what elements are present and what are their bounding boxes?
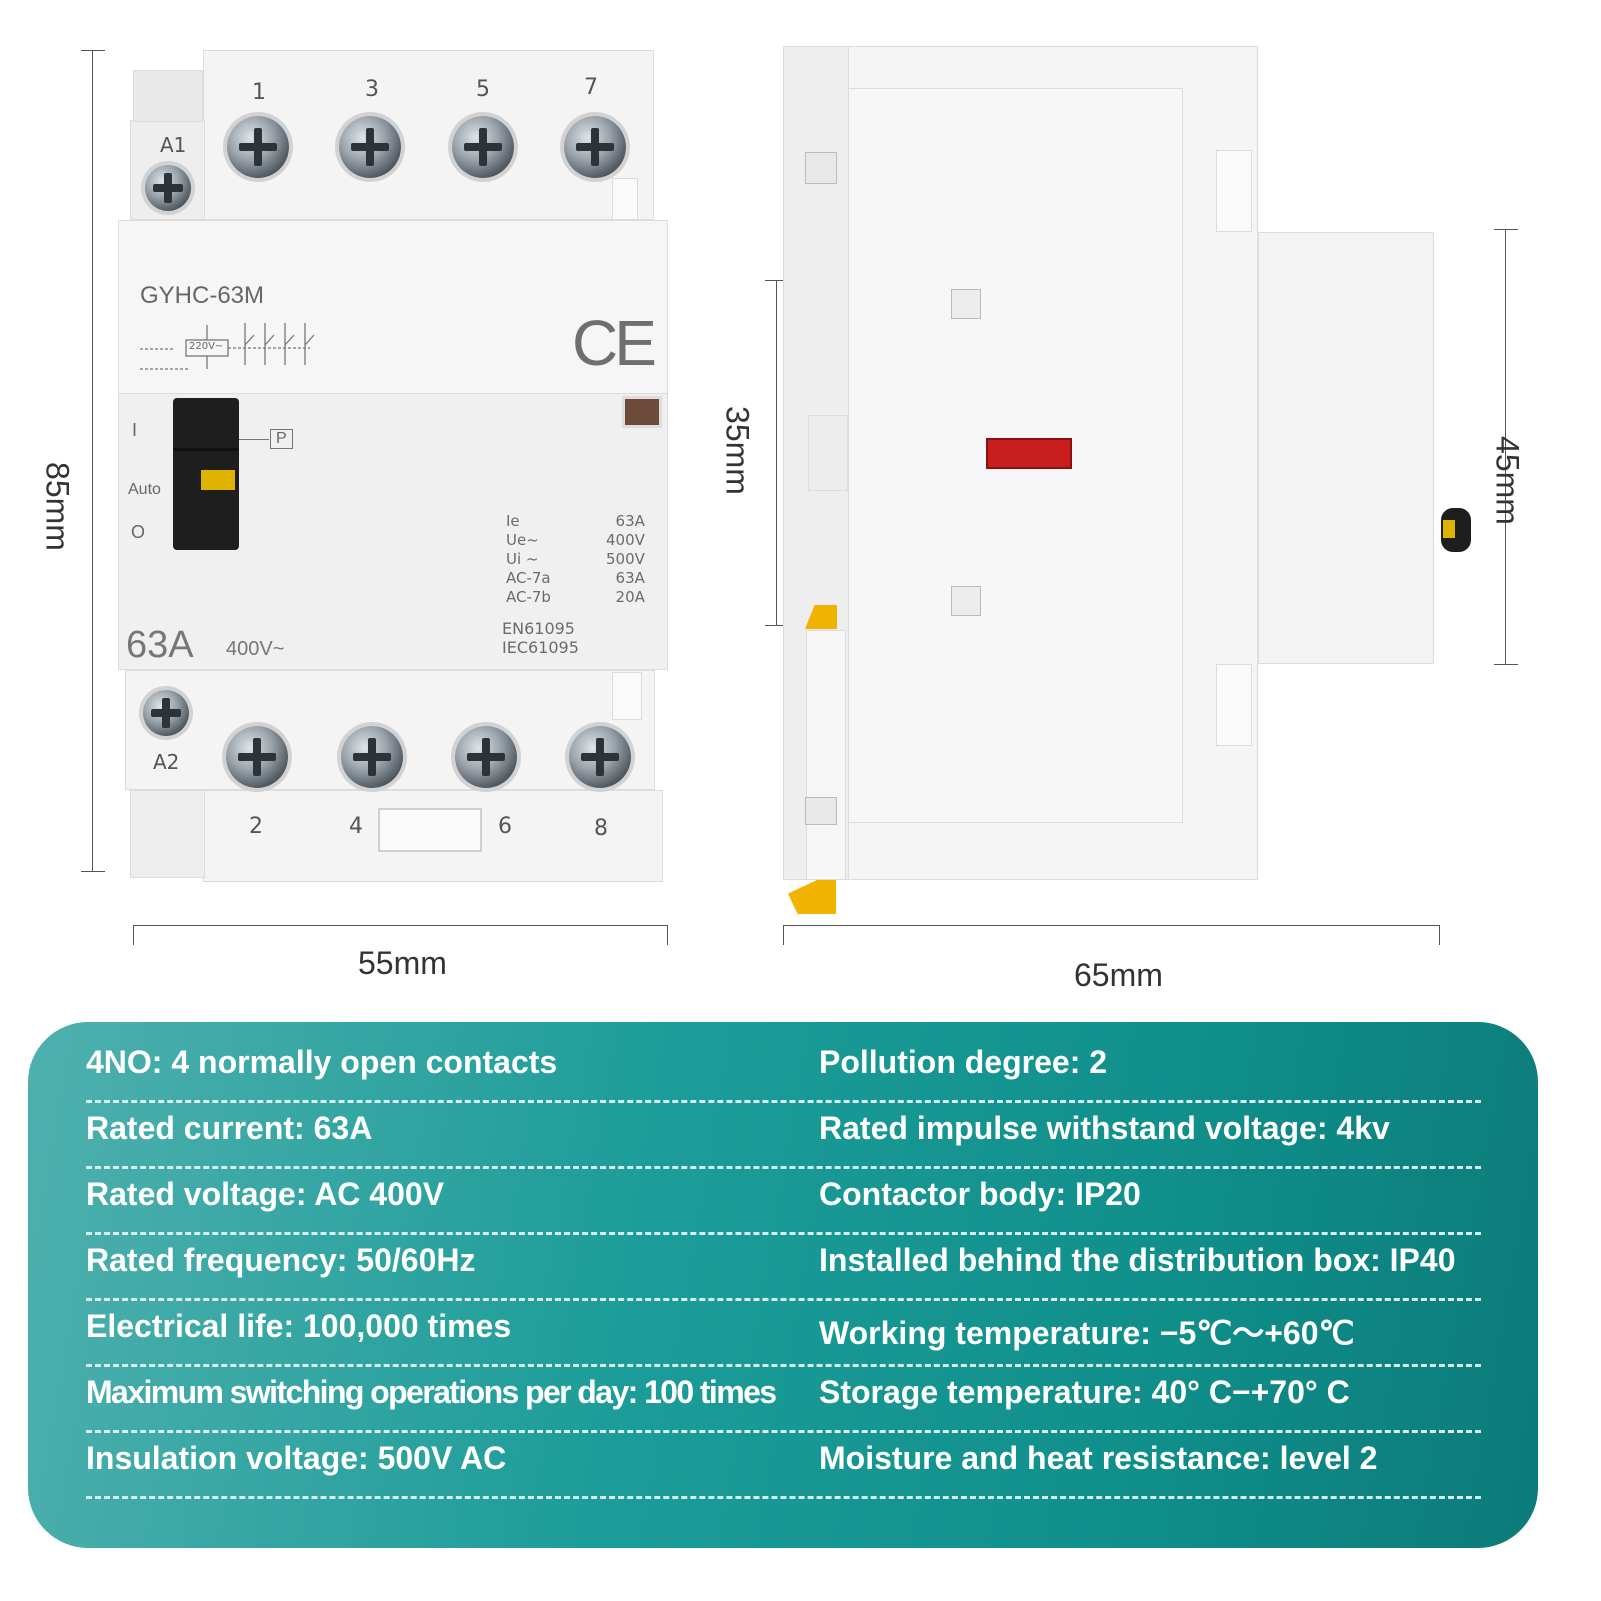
spec-right-7: Moisture and heat resistance: level 2 xyxy=(819,1440,1378,1476)
depth-dimension-label: 65mm xyxy=(1074,957,1163,993)
contactor-front-view: 1 3 5 7 A1 GYHC-63M 220V~ CE I Auto O P xyxy=(0,0,700,900)
model-label: GYHC-63M xyxy=(140,282,265,309)
side-square-1 xyxy=(805,152,837,184)
coil-label-a2: A2 xyxy=(153,750,180,774)
ce-mark-icon: CE xyxy=(572,307,657,379)
spec-left-7: Insulation voltage: 500V AC xyxy=(86,1440,507,1476)
side-front-face xyxy=(1258,232,1434,664)
rating-voltage-label: 400V~ xyxy=(226,638,285,660)
terminal-label-7: 7 xyxy=(584,75,598,100)
din-clip-slot xyxy=(378,808,482,852)
spec-left-3: Rated voltage: AC 400V xyxy=(86,1176,445,1212)
side-top-tab xyxy=(1216,150,1252,232)
spec-row: Rated current: 63A Rated impulse withsta… xyxy=(86,1100,1481,1169)
spec-right-5: Working temperature: −5℃～+60℃ xyxy=(819,1315,1355,1351)
switch-on-label: I xyxy=(132,420,138,440)
terminal-screw-2[interactable] xyxy=(226,726,288,788)
terminal-label-1: 1 xyxy=(252,80,266,105)
spec-row: Maximum switching operations per day: 10… xyxy=(86,1364,1481,1433)
terminal-label-3: 3 xyxy=(365,77,379,102)
top-right-tab xyxy=(612,178,638,220)
side-bottom-tab xyxy=(1216,664,1252,746)
status-window xyxy=(622,396,662,428)
spec-left-1: 4NO: 4 normally open contacts xyxy=(86,1044,558,1080)
din-clip-bottom-latch[interactable] xyxy=(788,880,836,914)
spec-left-4: Rated frequency: 50/60Hz xyxy=(86,1242,476,1278)
inner-height-dimension-line xyxy=(765,280,789,626)
p-indicator-label: P xyxy=(270,429,293,449)
spec-left-2: Rated current: 63A xyxy=(86,1110,373,1146)
terminal-label-5: 5 xyxy=(476,77,490,102)
coil-screw-a1[interactable] xyxy=(145,165,191,211)
terminal-label-4: 4 xyxy=(349,814,363,839)
spec-left-5: Electrical life: 100,000 times xyxy=(86,1308,512,1344)
side-lower-rail xyxy=(806,630,846,880)
spec-values: 63A 400V 500V 63A 20A xyxy=(606,512,645,606)
bottom-left-step xyxy=(130,790,205,878)
manual-switch-handle[interactable] xyxy=(173,398,239,550)
terminal-screw-5[interactable] xyxy=(452,116,514,178)
terminal-label-6: 6 xyxy=(498,814,512,839)
spec-right-4: Installed behind the distribution box: I… xyxy=(819,1242,1456,1278)
spec-row: Insulation voltage: 500V AC Moisture and… xyxy=(86,1430,1481,1499)
spec-row: Electrical life: 100,000 times Working t… xyxy=(86,1298,1481,1367)
coil-screw-a2[interactable] xyxy=(143,690,189,736)
terminal-screw-7[interactable] xyxy=(564,116,626,178)
terminal-label-8: 8 xyxy=(594,816,608,841)
terminal-screw-3[interactable] xyxy=(339,116,401,178)
spec-right-3: Contactor body: IP20 xyxy=(819,1176,1141,1212)
spec-labels: Ie Ue~ Ui ~ AC-7a AC-7b xyxy=(506,512,551,606)
spec-row: 4NO: 4 normally open contacts Pollution … xyxy=(86,1034,1481,1103)
height-dimension-line xyxy=(81,50,105,872)
side-switch-knob[interactable] xyxy=(1441,508,1471,552)
spec-right-6: Storage temperature: 40° C−+70° C xyxy=(819,1374,1350,1410)
width-dimension-line xyxy=(133,925,668,945)
din-rail-notch xyxy=(808,415,848,491)
spec-panel: 4NO: 4 normally open contacts Pollution … xyxy=(28,1022,1538,1548)
spec-row: Rated voltage: AC 400V Contactor body: I… xyxy=(86,1166,1481,1235)
spec-row: Rated frequency: 50/60Hz Installed behin… xyxy=(86,1232,1481,1301)
terminal-screw-6[interactable] xyxy=(455,726,517,788)
top-slot xyxy=(133,70,203,122)
front-height-dimension-line xyxy=(1494,229,1518,665)
switch-auto-label: Auto xyxy=(128,481,161,498)
terminal-label-2: 2 xyxy=(249,814,263,839)
side-square-2 xyxy=(951,289,981,319)
contactor-side-view xyxy=(783,46,1471,914)
spec-right-1: Pollution degree: 2 xyxy=(819,1044,1108,1080)
spec-right-2: Rated impulse withstand voltage: 4kv xyxy=(819,1110,1390,1146)
spec-left-6: Maximum switching operations per day: 10… xyxy=(86,1374,777,1410)
switch-off-label: O xyxy=(131,522,146,542)
depth-dimension-line xyxy=(783,925,1440,945)
terminal-screw-4[interactable] xyxy=(341,726,403,788)
p-indicator-line xyxy=(239,439,269,440)
side-status-indicator xyxy=(986,438,1072,469)
standards-label: EN61095 IEC61095 xyxy=(502,619,579,657)
wiring-diagram-icon xyxy=(140,323,315,370)
side-square-3 xyxy=(951,586,981,616)
width-dimension-label: 55mm xyxy=(358,945,447,981)
rating-current-label: 63A xyxy=(126,624,194,666)
terminal-screw-1[interactable] xyxy=(227,116,289,178)
side-square-4 xyxy=(805,797,837,825)
diagram-coil-label: 220V~ xyxy=(189,341,224,352)
bottom-right-tab xyxy=(612,672,642,720)
coil-label-a1: A1 xyxy=(160,133,187,157)
terminal-screw-8[interactable] xyxy=(569,726,631,788)
